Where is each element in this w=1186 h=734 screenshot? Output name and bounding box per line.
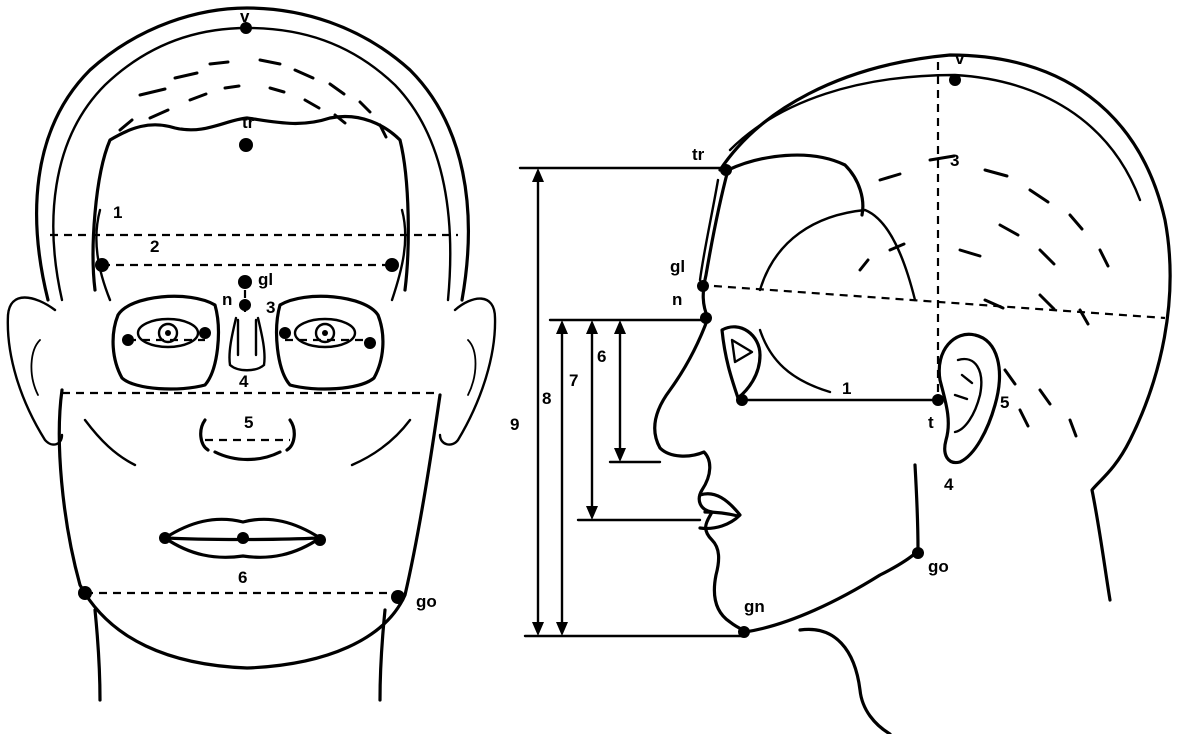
front-view-measurements xyxy=(50,233,458,595)
profile-hairline xyxy=(726,153,865,217)
front-head-outline xyxy=(35,6,470,302)
front-label-gl: gl xyxy=(258,270,273,289)
profile-measure-label-8: 8 xyxy=(542,389,551,408)
profile-jaw xyxy=(743,548,920,634)
profile-label-t: t xyxy=(928,413,934,432)
profile-tragion-point xyxy=(932,394,944,406)
front-nasion-point xyxy=(239,299,251,311)
front-right-cheek xyxy=(350,418,412,467)
profile-face-outline xyxy=(653,168,748,634)
front-measure-label-6: 6 xyxy=(238,568,247,587)
profile-vertex-point xyxy=(949,74,961,86)
profile-view-head xyxy=(653,53,1172,734)
front-right-cheilion-point xyxy=(314,534,326,546)
front-left-cheilion-point xyxy=(159,532,171,544)
front-nose-base xyxy=(199,418,296,462)
front-right-ear-inner xyxy=(467,339,477,396)
profile-orbitale-point xyxy=(736,394,748,406)
front-measure-label-5: 5 xyxy=(244,413,253,432)
profile-lips xyxy=(698,492,742,531)
front-measure-label-1: 1 xyxy=(113,203,122,222)
front-left-eye-socket xyxy=(111,294,220,391)
profile-glabella-point xyxy=(697,280,709,292)
profile-ramus xyxy=(913,463,920,552)
profile-face-inner-line xyxy=(698,178,720,282)
front-right-endocanthion-point xyxy=(279,327,291,339)
profile-trichion-point xyxy=(720,164,732,176)
front-left-cheek xyxy=(83,418,137,467)
front-left-ectocanthion-point xyxy=(122,334,134,346)
front-right-ectocanthion-point xyxy=(364,337,376,349)
profile-measure-label-1: 1 xyxy=(842,379,851,398)
front-left-eye xyxy=(136,317,200,349)
front-label-n: n xyxy=(222,290,232,309)
profile-label-gn: gn xyxy=(744,597,765,616)
profile-view-labels: v tr gl n t go gn 1 3 4 5 6 7 8 9 xyxy=(510,49,1009,616)
front-hair-strokes xyxy=(118,58,388,139)
front-left-brow-line xyxy=(95,208,112,302)
profile-measure-label-3: 3 xyxy=(950,151,959,170)
profile-gonion-point xyxy=(912,547,924,559)
front-label-v: v xyxy=(240,7,250,26)
front-left-gonion-point xyxy=(78,586,92,600)
front-neck-right xyxy=(378,608,387,702)
profile-label-v: v xyxy=(955,49,965,68)
front-left-ear-inner xyxy=(30,339,41,396)
profile-label-go: go xyxy=(928,557,949,576)
front-right-eye-socket xyxy=(275,294,385,391)
front-right-pupil xyxy=(322,330,328,336)
front-right-ear xyxy=(438,297,497,446)
front-measure-label-2: 2 xyxy=(150,237,159,256)
profile-ear xyxy=(937,332,1002,465)
profile-label-n: n xyxy=(672,290,682,309)
front-nose xyxy=(228,316,266,372)
profile-temple-line xyxy=(758,208,917,302)
profile-eye-inner xyxy=(730,338,754,364)
front-right-iris xyxy=(314,322,336,344)
profile-label-gl: gl xyxy=(670,257,685,276)
profile-head-outline xyxy=(718,53,1172,602)
front-view-head xyxy=(6,6,497,702)
profile-view-measurements xyxy=(518,62,1166,638)
front-left-pupil xyxy=(165,330,171,336)
front-hairline xyxy=(91,115,410,292)
front-glabella-point xyxy=(238,275,252,289)
front-left-iris xyxy=(157,322,179,344)
profile-ear-inner xyxy=(953,357,983,434)
front-label-tr: tr xyxy=(242,113,255,132)
profile-nasion-point xyxy=(700,312,712,324)
front-right-brow-line xyxy=(390,208,407,302)
front-right-eye xyxy=(293,317,357,349)
front-label-go: go xyxy=(416,592,437,611)
front-trichion-point xyxy=(239,138,253,152)
front-measure-label-4: 4 xyxy=(239,372,249,391)
profile-hair-strokes xyxy=(858,154,1110,438)
profile-cheek-line xyxy=(758,328,832,394)
profile-horizontal-dashed xyxy=(699,283,1166,320)
front-face-outline xyxy=(57,388,442,670)
front-left-ear xyxy=(6,296,64,446)
front-stomion-point xyxy=(237,532,249,544)
profile-eye xyxy=(720,325,762,400)
profile-label-tr: tr xyxy=(692,145,705,164)
front-left-frontotemporale-point xyxy=(95,258,109,272)
profile-neck-front xyxy=(798,627,892,734)
profile-view-landmark-points xyxy=(697,74,961,638)
front-view-landmark-points xyxy=(78,22,405,604)
profile-measure-label-7: 7 xyxy=(569,371,578,390)
profile-measure-label-5: 5 xyxy=(1000,393,1009,412)
front-view-labels: v tr gl n go 1 2 3 4 5 6 xyxy=(113,7,437,611)
profile-measure-label-6: 6 xyxy=(597,347,606,366)
profile-head-inner-outline xyxy=(728,73,1142,202)
front-right-gonion-point xyxy=(391,590,405,604)
front-measure-label-3: 3 xyxy=(266,298,275,317)
front-right-frontotemporale-point xyxy=(385,258,399,272)
front-neck-left xyxy=(93,608,102,702)
profile-measure-label-4: 4 xyxy=(944,475,954,494)
profile-measure-label-9: 9 xyxy=(510,415,519,434)
profile-gnathion-point xyxy=(738,626,750,638)
front-left-endocanthion-point xyxy=(199,327,211,339)
front-vertex-point xyxy=(240,22,252,34)
